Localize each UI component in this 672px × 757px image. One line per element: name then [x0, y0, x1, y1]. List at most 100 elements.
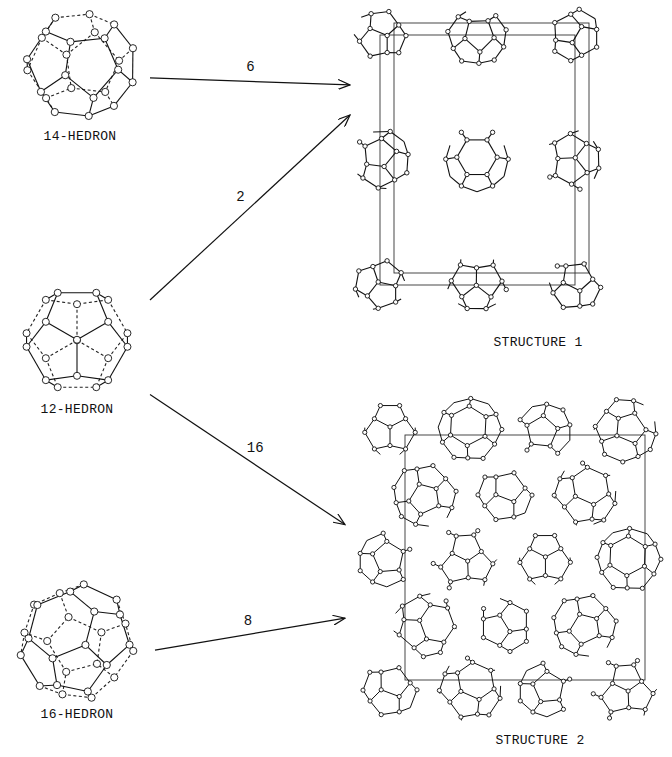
atom-vertex: [454, 489, 458, 493]
polyhedron-edge: [601, 697, 611, 712]
atom-vertex: [124, 343, 131, 350]
atom-vertex: [54, 384, 61, 391]
atom-vertex: [659, 557, 663, 561]
atom-vertex: [609, 710, 613, 714]
atom-vertex: [444, 157, 448, 161]
atom-vertex: [399, 514, 403, 518]
atom-vertex: [93, 289, 100, 296]
atom-vertex: [406, 152, 410, 156]
atom-vertex: [398, 403, 402, 407]
polyhedron-edge: [575, 143, 586, 157]
count-label: 16: [245, 440, 266, 456]
polyhedron-edge: [613, 666, 617, 683]
polyhedron-edge: [387, 541, 403, 551]
polyhedron-edge: [360, 553, 361, 570]
atom-vertex: [481, 607, 485, 611]
atom-vertex: [129, 79, 136, 86]
atom-vertex: [415, 688, 419, 692]
polyhedron-edge: [457, 157, 467, 174]
hidden-edge: [108, 300, 127, 333]
polyhedron-node: 16-HEDRON: [10, 580, 155, 730]
polyhedron-edge: [355, 271, 358, 289]
polyhedron-edge: [421, 506, 439, 514]
polyhedron-edge: [37, 592, 70, 605]
atom-vertex: [585, 170, 589, 174]
atom-vertex: [569, 182, 573, 186]
atom-vertex: [408, 547, 412, 551]
polyhedron-edge: [572, 173, 588, 184]
polyhedron-edge: [29, 638, 53, 658]
atom-vertex: [491, 562, 495, 566]
polyhedron-edge: [473, 662, 491, 670]
polyhedron-edge: [381, 668, 399, 672]
atom-vertex: [530, 493, 534, 497]
atom-vertex: [110, 102, 117, 109]
polyhedron-edge: [593, 287, 601, 304]
polyhedron-edge: [563, 283, 580, 291]
atom-vertex: [466, 456, 470, 460]
atom-vertex: [385, 259, 389, 263]
atom-vertex: [52, 14, 59, 21]
atom-vertex: [485, 172, 489, 176]
hidden-edge: [46, 340, 77, 358]
atom-vertex: [651, 691, 655, 695]
polyhedron-edge: [587, 467, 605, 475]
atom-vertex: [569, 58, 573, 62]
atom-vertex: [539, 699, 543, 703]
polyhedron-edge: [406, 432, 416, 449]
polyhedron-edge: [114, 82, 133, 106]
polyhedron-edge: [448, 17, 458, 32]
atom-vertex: [504, 287, 508, 291]
atom-vertex: [65, 613, 72, 620]
atom-vertex: [570, 40, 574, 44]
hidden-edge: [46, 88, 71, 98]
atom-vertex: [402, 468, 406, 472]
atom-vertex: [626, 534, 630, 538]
polyhedron-edge: [616, 665, 634, 666]
atom-vertex: [67, 588, 74, 595]
polyhedron-edge: [485, 564, 493, 580]
polyhedron-edge: [409, 501, 421, 514]
atom-vertex: [602, 452, 606, 456]
polyhedron-label: 14-HEDRON: [44, 129, 117, 145]
atom-vertex: [36, 682, 43, 689]
polyhedron-edge: [597, 619, 600, 636]
atom-vertex: [17, 651, 24, 658]
polyhedron-edge: [378, 282, 395, 286]
atom-vertex: [561, 707, 565, 711]
atom-vertex: [590, 302, 594, 306]
polyhedron-edge: [478, 477, 485, 495]
polyhedron-edge: [566, 264, 584, 266]
unit-cell-outline: [394, 23, 589, 273]
polyhedron-drawing: [518, 533, 573, 584]
atom-vertex: [626, 689, 630, 693]
atom-vertex: [397, 710, 401, 714]
atom-vertex: [554, 631, 558, 635]
polyhedron-edge: [381, 690, 399, 697]
polyhedron-edge: [365, 432, 375, 449]
atom-vertex: [465, 443, 469, 447]
atom-vertex: [483, 434, 487, 438]
polyhedron-edge: [433, 466, 446, 479]
atom-vertex: [465, 172, 469, 176]
atom-vertex: [42, 95, 49, 102]
polyhedron-edge: [514, 488, 525, 502]
atom-vertex: [376, 280, 380, 284]
atom-vertex: [598, 285, 602, 289]
polyhedron-drawing: [17, 581, 137, 701]
polyhedron-drawing: [518, 661, 572, 717]
atom-vertex: [607, 492, 611, 496]
polyhedron-drawing: [481, 599, 528, 654]
atom-vertex: [465, 138, 469, 142]
polyhedron-edge: [504, 159, 508, 176]
atom-vertex: [361, 176, 365, 180]
atom-vertex: [581, 461, 585, 465]
hidden-edge: [114, 651, 133, 677]
polyhedron-edge: [373, 541, 387, 553]
atom-vertex: [42, 296, 49, 303]
atom-vertex: [478, 50, 482, 54]
polyhedron-edge: [467, 174, 487, 175]
atom-vertex: [573, 520, 577, 524]
atom-vertex: [467, 404, 471, 408]
polyhedron-edge: [27, 59, 41, 92]
